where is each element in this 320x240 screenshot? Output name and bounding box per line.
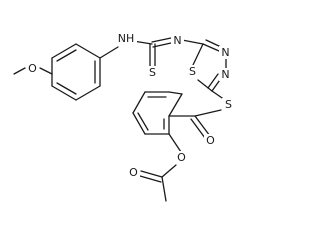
atom-ester-o: O <box>177 151 186 164</box>
bond-c-n-double-a <box>151 37 172 43</box>
bond-acetyl-methyl <box>161 176 167 202</box>
bond-acetyl-o-b <box>139 175 162 183</box>
atom-thiadiazole-n2: N <box>221 68 229 81</box>
bond-aryl-nh <box>99 46 119 59</box>
benzoyl-ring <box>132 91 183 135</box>
bond-aryl-ester-o <box>168 133 182 153</box>
bond-s-carbonyl <box>194 109 222 117</box>
atom-thiadiazole-n1: N <box>221 46 229 59</box>
atom-thiocarbonyl-s: S <box>149 66 156 79</box>
atom-thiourea-n: N <box>173 34 181 47</box>
structure-canvas: O NH N S N N S S O O O <box>13 32 235 202</box>
bond-acetyl-o-a <box>140 170 163 178</box>
atom-thiourea-nh: NH <box>118 32 135 45</box>
atom-label-layer: O NH N S N N S S O O O <box>26 32 235 179</box>
atom-thioester-s: S <box>225 98 232 111</box>
bond-methyl-o <box>13 67 26 75</box>
bond-ester-o-acetyl <box>161 164 177 178</box>
molecule-diagram: O NH N S N N S S O O O <box>13 32 235 202</box>
bond-carbonyl-o-b <box>190 118 206 139</box>
atom-thiadiazole-s: S <box>189 65 196 78</box>
bond-carbonyl-o-a <box>194 115 211 137</box>
atom-thioester-o: O <box>206 134 215 147</box>
bond-n-thiadiazole <box>181 39 204 45</box>
methoxyphenyl-ring <box>51 43 101 101</box>
bond-layer <box>13 37 227 202</box>
bond-o-aryl <box>39 67 53 75</box>
atom-methoxy-o: O <box>28 62 37 75</box>
bond-c-n-double-b <box>152 42 172 48</box>
atom-acetyl-o: O <box>129 166 138 179</box>
